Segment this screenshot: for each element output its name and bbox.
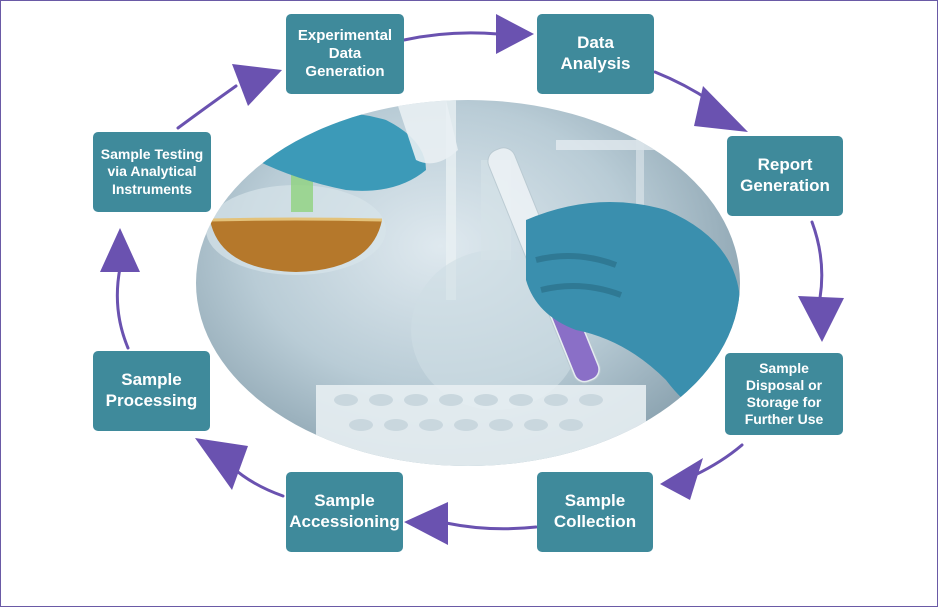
arrow-accessioning-to-processing bbox=[230, 465, 285, 498]
step-sample-disposal: Sample Disposal or Storage for Further U… bbox=[725, 353, 843, 435]
step-label: Sample Processing bbox=[105, 370, 198, 410]
step-label: Data Analysis bbox=[560, 33, 631, 73]
arrowhead-7 bbox=[100, 228, 140, 272]
arrow-testing-to-experimental bbox=[176, 84, 238, 130]
step-sample-processing: Sample Processing bbox=[93, 351, 210, 431]
arrow-collection-to-accessioning bbox=[444, 521, 538, 531]
step-experimental-data-generation: Experimental Data Generation bbox=[286, 14, 404, 94]
arrowhead-4 bbox=[660, 458, 703, 500]
step-label: Experimental Data Generation bbox=[297, 26, 393, 81]
arrowhead-8 bbox=[232, 64, 282, 106]
step-sample-accessioning: Sample Accessioning bbox=[286, 472, 403, 552]
step-label: Report Generation bbox=[740, 155, 830, 195]
step-sample-testing: Sample Testing via Analytical Instrument… bbox=[93, 132, 211, 212]
arrow-experimental-to-analysis bbox=[402, 31, 500, 42]
step-label: Sample Collection bbox=[553, 491, 637, 531]
arrow-report-to-disposal bbox=[810, 220, 824, 300]
lab-photo bbox=[196, 100, 740, 466]
arrowhead-2 bbox=[694, 86, 748, 132]
step-label: Sample Disposal or Storage for Further U… bbox=[744, 359, 824, 428]
step-sample-collection: Sample Collection bbox=[537, 472, 653, 552]
arrowhead-6 bbox=[195, 438, 248, 490]
step-label: Sample Accessioning bbox=[289, 491, 400, 531]
step-data-analysis: Data Analysis bbox=[537, 14, 654, 94]
arrowhead-1 bbox=[496, 14, 534, 54]
step-report-generation: Report Generation bbox=[727, 136, 843, 216]
arrowhead-5 bbox=[404, 502, 448, 545]
arrowhead-3 bbox=[798, 296, 844, 342]
arrow-processing-to-testing bbox=[115, 266, 130, 350]
arrow-disposal-to-collection bbox=[693, 443, 744, 477]
step-label: Sample Testing via Analytical Instrument… bbox=[100, 146, 204, 197]
